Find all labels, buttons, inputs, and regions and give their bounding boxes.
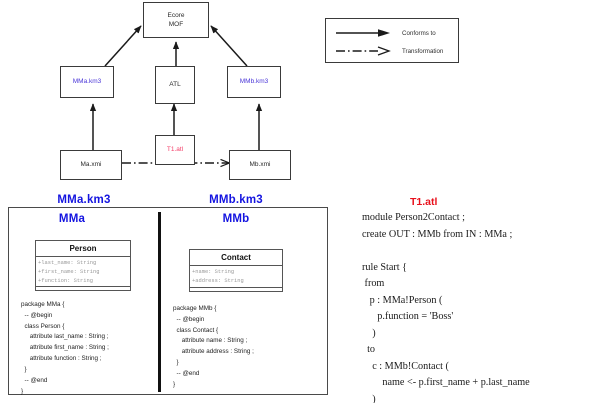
mma-title: MMa <box>58 213 86 225</box>
box-ecore-mof[interactable]: Ecore MOF <box>143 2 209 38</box>
box-ecore-mof-line1: Ecore <box>167 11 185 19</box>
person-attribute: +first_name: String <box>38 268 100 275</box>
person-class-box[interactable]: Person +last_name: String +first_name: S… <box>35 240 131 292</box>
person-attributes: +last_name: String +first_name: String +… <box>36 257 130 288</box>
atl-code-title: T1.atl <box>410 196 438 208</box>
panel-divider <box>158 212 161 392</box>
box-mmb-km3[interactable]: MMb.km3 <box>227 66 281 98</box>
contact-attribute: +name: String <box>192 269 235 275</box>
metamodel-panel: MMa Person +last_name: String +first_nam… <box>8 194 328 395</box>
legend-row-transformation: Transformation <box>334 45 443 57</box>
contact-operations <box>190 288 282 291</box>
box-t1-atl-label: T1.atl <box>166 146 184 154</box>
contact-attributes: +name: String +address: String <box>190 266 282 288</box>
contact-class-box[interactable]: Contact +name: String +address: String <box>189 249 283 292</box>
box-ma-xmi-label: Ma.xmi <box>80 161 102 169</box>
mmb-km3-footer: MMb.km3 <box>209 194 263 206</box>
legend-label-conforms-to: Conforms to <box>402 29 436 37</box>
box-ecore-mof-line2: MOF <box>168 21 184 28</box>
atl-code-body: module Person2Contact ; create OUT : MMb… <box>362 212 530 403</box>
legend-row-conforms-to: Conforms to <box>334 27 436 39</box>
contact-class-name: Contact <box>190 250 282 266</box>
box-mmb-km3-label: MMb.km3 <box>239 78 269 86</box>
legend-label-transformation: Transformation <box>402 47 444 55</box>
legend-panel: Conforms to Transformation <box>325 18 459 63</box>
box-mma-km3[interactable]: MMa.km3 <box>60 66 114 98</box>
person-attribute: +last_name: String <box>38 260 97 266</box>
box-mma-km3-label: MMa.km3 <box>72 78 102 86</box>
box-atl-label: ATL <box>169 81 181 89</box>
person-attribute: +function: String <box>38 277 93 284</box>
person-class-name: Person <box>36 241 130 257</box>
legend-dashed-arrow-icon <box>336 46 391 56</box>
mmb-km3-code: package MMb { -- @begin class Contact { … <box>173 305 254 388</box>
contact-attribute: +address: String <box>192 277 244 284</box>
mma-km3-footer: MMa.km3 <box>57 194 111 206</box>
person-operations <box>36 287 130 290</box>
mma-km3-code: package MMa { -- @begin class Person { a… <box>21 301 109 395</box>
box-mb-xmi[interactable]: Mb.xmi <box>229 150 291 180</box>
box-atl[interactable]: ATL <box>155 66 195 104</box>
box-t1-atl[interactable]: T1.atl <box>155 135 195 165</box>
box-ma-xmi[interactable]: Ma.xmi <box>60 150 122 180</box>
mmb-title: MMb <box>222 213 250 225</box>
legend-solid-arrow-icon <box>336 29 390 37</box>
box-mb-xmi-label: Mb.xmi <box>249 161 271 169</box>
